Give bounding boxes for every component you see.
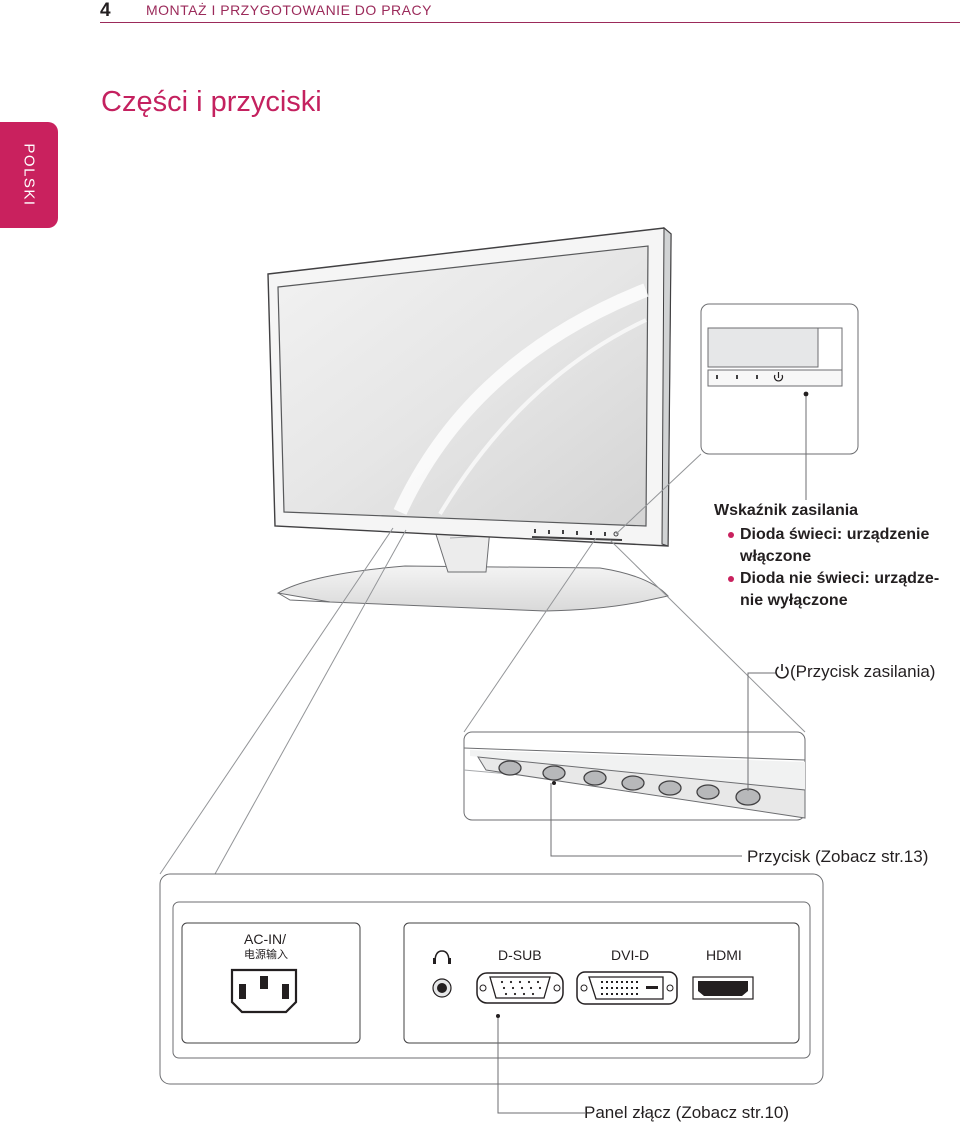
page-number: 4 <box>100 0 111 21</box>
header-divider <box>100 22 960 23</box>
power-indicator-zoom <box>615 303 859 535</box>
power-button-label: (Przycisk zasilania) <box>790 662 936 681</box>
power-indicator-list: Dioda świeci: urządzenie włączone Dioda … <box>714 524 954 612</box>
section-title: Części i przyciski <box>101 86 322 118</box>
dsub-pins <box>500 980 542 996</box>
connection-panel <box>159 873 824 1114</box>
headphone-jack <box>432 978 452 998</box>
power-icon <box>774 663 790 679</box>
language-tab: POLSKI <box>0 122 58 228</box>
hdmi-label: HDMI <box>706 947 742 963</box>
hardware-buttons <box>498 760 761 806</box>
dvi-pins <box>601 981 658 995</box>
ac-in-label: AC-IN/ <box>244 931 286 947</box>
dvi-label: DVI-D <box>611 947 650 963</box>
front-buttons <box>531 529 623 541</box>
list-item: Dioda świeci: urządzenie włączone <box>714 524 954 568</box>
dsub-label: D-SUB <box>498 947 542 963</box>
list-item: Dioda nie świeci: urządze-nie wyłączone <box>714 568 954 612</box>
chapter-title: MONTAŻ I PRZYGOTOWANIE DO PRACY <box>146 2 432 18</box>
dvi-port <box>576 971 678 1005</box>
ac-in-cjk-label: 电源输入 <box>244 949 288 961</box>
ac-inlet-port <box>230 968 298 1014</box>
power-icon <box>773 372 784 382</box>
connection-panel-callout: Panel złącz (Zobacz str.10) <box>584 1103 790 1122</box>
hdmi-port <box>692 976 754 1000</box>
monitor-body <box>267 226 672 547</box>
buttons-callout: Przycisk (Zobacz str.13) <box>747 847 929 866</box>
dsub-port <box>476 972 564 1004</box>
button-strip-zoom <box>463 672 806 857</box>
headphone-icon <box>433 950 451 964</box>
power-indicator-title: Wskaźnik zasilania <box>714 502 859 519</box>
power-button-callout: (Przycisk zasilania) <box>774 662 935 682</box>
